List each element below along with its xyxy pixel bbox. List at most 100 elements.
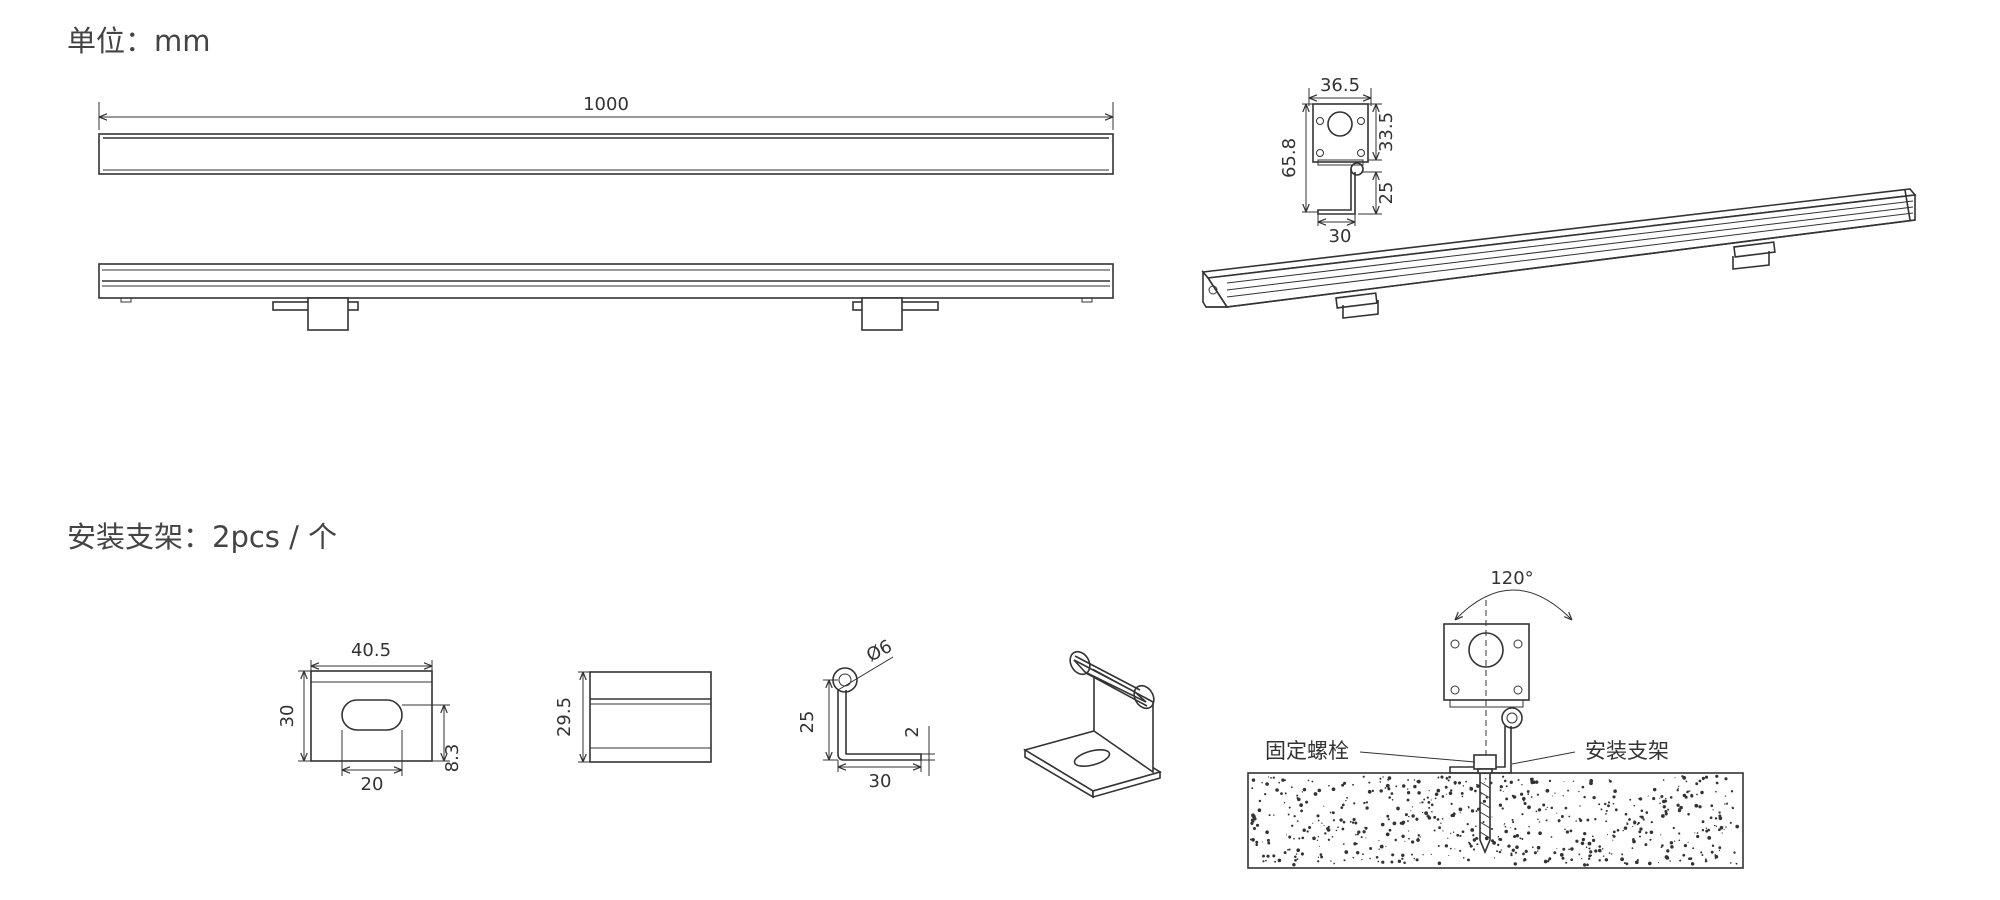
- concrete-speck: [1507, 844, 1511, 848]
- concrete-speck: [1424, 811, 1428, 815]
- concrete-speck: [1344, 850, 1348, 853]
- concrete-speck: [1385, 832, 1390, 837]
- concrete-speck: [1436, 788, 1441, 793]
- concrete-speck: [1639, 827, 1643, 831]
- concrete-speck: [1422, 811, 1424, 814]
- concrete-speck: [1482, 821, 1485, 824]
- concrete-speck: [1647, 861, 1652, 866]
- concrete-speck: [1445, 776, 1448, 779]
- concrete-speck: [1403, 861, 1406, 865]
- concrete-speck: [1296, 794, 1299, 797]
- concrete-speck: [1416, 779, 1421, 784]
- concrete-speck: [1394, 838, 1397, 842]
- concrete-speck: [1704, 859, 1708, 863]
- concrete-speck: [1622, 829, 1624, 832]
- concrete-speck: [1538, 821, 1541, 823]
- concrete-speck: [1460, 791, 1464, 795]
- concrete-speck: [1352, 783, 1355, 786]
- concrete-speck: [1407, 778, 1410, 781]
- concrete-speck: [1552, 795, 1554, 797]
- concrete-speck: [1670, 845, 1674, 849]
- concrete-speck: [1251, 837, 1255, 842]
- concrete-speck: [1698, 805, 1702, 809]
- concrete-speck: [1437, 861, 1442, 866]
- concrete-speck: [1639, 835, 1641, 838]
- concrete-speck: [1678, 785, 1680, 788]
- concrete-speck: [1321, 822, 1323, 824]
- concrete-speck: [1702, 778, 1705, 781]
- concrete-speck: [1735, 862, 1738, 865]
- concrete-speck: [1331, 835, 1334, 838]
- concrete-speck: [1696, 834, 1700, 839]
- concrete-speck: [1519, 792, 1524, 796]
- concrete-speck: [1491, 816, 1493, 818]
- concrete-speck: [1696, 832, 1699, 834]
- concrete-speck: [1401, 853, 1405, 858]
- concrete-speck: [1341, 783, 1345, 787]
- concrete-speck: [1353, 842, 1357, 846]
- concrete-speck: [1705, 827, 1708, 829]
- concrete-speck: [1431, 811, 1433, 813]
- concrete-speck: [1678, 839, 1681, 842]
- concrete-speck: [1629, 798, 1632, 801]
- concrete-speck: [1602, 855, 1605, 857]
- concrete-speck: [1381, 860, 1385, 864]
- concrete-speck: [1711, 844, 1715, 847]
- concrete-speck: [1426, 814, 1430, 818]
- concrete-speck: [1355, 833, 1357, 836]
- top-view: 1000: [98, 94, 1114, 175]
- concrete-speck: [1632, 838, 1635, 841]
- concrete-speck: [1401, 834, 1405, 839]
- concrete-speck: [1317, 819, 1320, 822]
- concrete-speck: [1317, 860, 1320, 863]
- concrete-speck: [1607, 801, 1611, 804]
- concrete-speck: [1287, 848, 1289, 851]
- concrete-speck: [1669, 860, 1671, 862]
- concrete-speck: [1695, 782, 1699, 786]
- concrete-speck: [1316, 814, 1320, 818]
- concrete-speck: [1735, 824, 1739, 829]
- concrete-speck: [1343, 859, 1346, 862]
- concrete-speck: [1392, 821, 1397, 826]
- concrete-speck: [1411, 853, 1413, 856]
- concrete-speck: [1649, 830, 1654, 834]
- concrete-speck: [1257, 808, 1262, 813]
- concrete-speck: [1472, 834, 1475, 837]
- concrete-speck: [1718, 816, 1723, 821]
- concrete-speck: [1575, 839, 1579, 843]
- concrete-speck: [1379, 777, 1382, 780]
- concrete-speck: [1557, 819, 1561, 823]
- concrete-speck: [1625, 862, 1629, 866]
- concrete-speck: [1296, 848, 1301, 853]
- concrete-speck: [1490, 827, 1494, 830]
- concrete-speck: [1459, 812, 1461, 814]
- concrete-speck: [1724, 803, 1726, 805]
- concrete-speck: [1404, 813, 1408, 817]
- concrete-speck: [1335, 829, 1338, 832]
- concrete-speck: [1565, 861, 1568, 864]
- concrete-speck: [1469, 787, 1474, 791]
- concrete-speck: [1401, 784, 1406, 788]
- concrete-speck: [1714, 854, 1717, 856]
- concrete-speck: [1387, 787, 1391, 791]
- concrete-speck: [1459, 849, 1462, 852]
- concrete-speck: [1731, 806, 1735, 810]
- concrete-speck: [1715, 790, 1717, 793]
- dim-length: 1000: [583, 94, 629, 115]
- concrete-speck: [1501, 775, 1505, 778]
- concrete-speck: [1522, 852, 1525, 856]
- concrete-speck: [1638, 797, 1643, 801]
- concrete-speck: [1266, 838, 1270, 842]
- concrete-speck: [1692, 847, 1695, 850]
- concrete-speck: [1537, 818, 1539, 821]
- concrete-speck: [1313, 792, 1318, 796]
- concrete-speck: [1647, 795, 1649, 797]
- concrete-speck: [1694, 832, 1696, 834]
- concrete-speck: [1612, 795, 1616, 799]
- concrete-speck: [1718, 846, 1722, 850]
- concrete-speck: [1407, 788, 1409, 790]
- concrete-speck: [1316, 839, 1319, 842]
- concrete-speck: [1311, 780, 1314, 783]
- concrete-speck: [1291, 824, 1294, 827]
- concrete-speck: [1396, 806, 1400, 811]
